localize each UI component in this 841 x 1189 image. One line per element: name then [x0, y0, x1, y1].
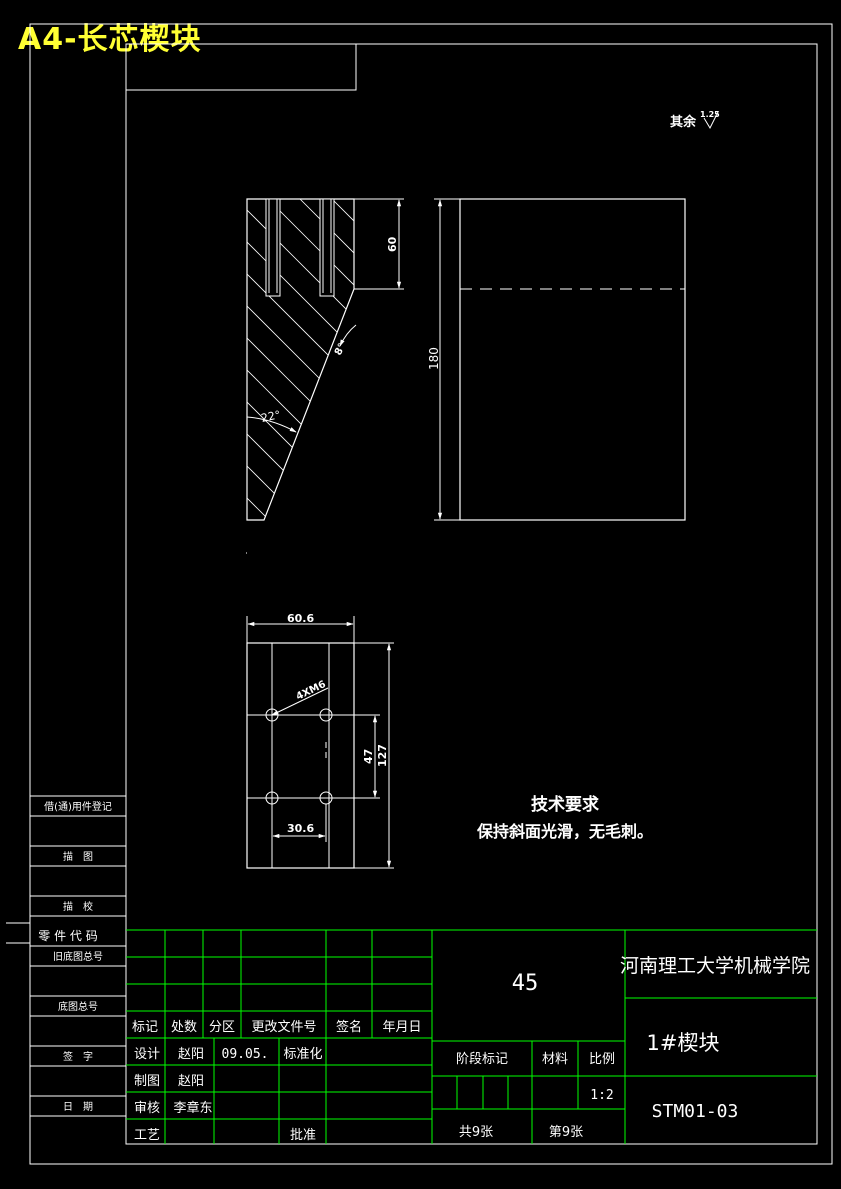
draw-label: 制图: [134, 1074, 160, 1089]
tech-requirements-text: 保持斜面光滑，无毛刺。: [476, 822, 653, 841]
drawing-number: STM01-03: [652, 1101, 739, 1122]
school-name: 河南理工大学机械学院: [620, 955, 810, 977]
dim-thread-label: 4XM6: [294, 679, 327, 703]
material-label: 材料: [542, 1052, 568, 1067]
title-block: [126, 929, 817, 1144]
header-zone: 分区: [209, 1020, 235, 1035]
design-date: 09.05.: [222, 1047, 269, 1062]
left-strip-check: 描 校: [63, 900, 93, 913]
dim-angle-22-label: 22°: [260, 408, 282, 425]
design-label: 设计: [134, 1047, 160, 1062]
sheet-border: [29, 23, 833, 1165]
left-strip-date: 日 期: [63, 1101, 93, 1113]
svg-text:1.25: 1.25: [700, 110, 720, 119]
left-strip-trace: 描 图: [63, 850, 93, 863]
scale-label: 比例: [589, 1052, 615, 1067]
sheet-number: 第9张: [549, 1125, 583, 1140]
header-mark: 标记: [132, 1020, 158, 1035]
review-label: 审核: [134, 1101, 160, 1116]
top-view: [246, 616, 394, 869]
designer-name: 赵阳: [178, 1047, 204, 1062]
dim-127-label: 127: [376, 744, 389, 767]
tech-requirements-title: 技术要求: [531, 794, 599, 815]
roughness-symbol-icon: [703, 111, 719, 130]
dim-60-6-label: 60.6: [287, 612, 314, 625]
side-view: [434, 198, 686, 521]
dim-angle-8-label: 8°: [333, 342, 348, 358]
reviewer-name: 李章东: [173, 1100, 212, 1116]
part-name: 1#楔块: [647, 1031, 720, 1055]
left-strip-old-total: 旧底图总号: [53, 950, 103, 963]
left-strip-part-code: 零 件 代 码: [38, 929, 97, 943]
header-date: 年月日: [382, 1020, 421, 1035]
approve-label: 批准: [290, 1128, 316, 1143]
left-strip-base-total: 底图总号: [58, 1000, 98, 1013]
header-count: 处数: [171, 1020, 197, 1035]
left-strip-borrow: 借(通)用件登记: [44, 800, 112, 813]
front-section-view: [246, 198, 404, 521]
scale-value: 1:2: [590, 1088, 613, 1103]
total-sheets: 共9张: [459, 1125, 493, 1140]
section-hatching: [247, 199, 354, 520]
dim-30-6-label: 30.6: [287, 822, 314, 835]
process-label: 工艺: [134, 1128, 160, 1143]
header-signature: 签名: [336, 1019, 362, 1035]
header-change-doc: 更改文件号: [251, 1020, 316, 1035]
left-strip-table: [6, 795, 126, 1117]
stage-mark-label: 阶段标记: [456, 1052, 508, 1067]
standard-label: 标准化: [283, 1047, 322, 1062]
left-strip-sign: 签 字: [63, 1050, 93, 1063]
dim-47-label: 47: [362, 749, 375, 764]
drawing-title-banner: A4-长芯楔块: [18, 22, 202, 57]
drawer-name: 赵阳: [178, 1074, 204, 1089]
dim-180-label: 180: [427, 347, 441, 370]
svg-text:其余: 其余: [670, 114, 697, 130]
surface-finish-note: 其余 1.25: [670, 110, 720, 130]
material-value: 45: [512, 971, 539, 996]
dim-60-label: 60: [386, 236, 399, 252]
